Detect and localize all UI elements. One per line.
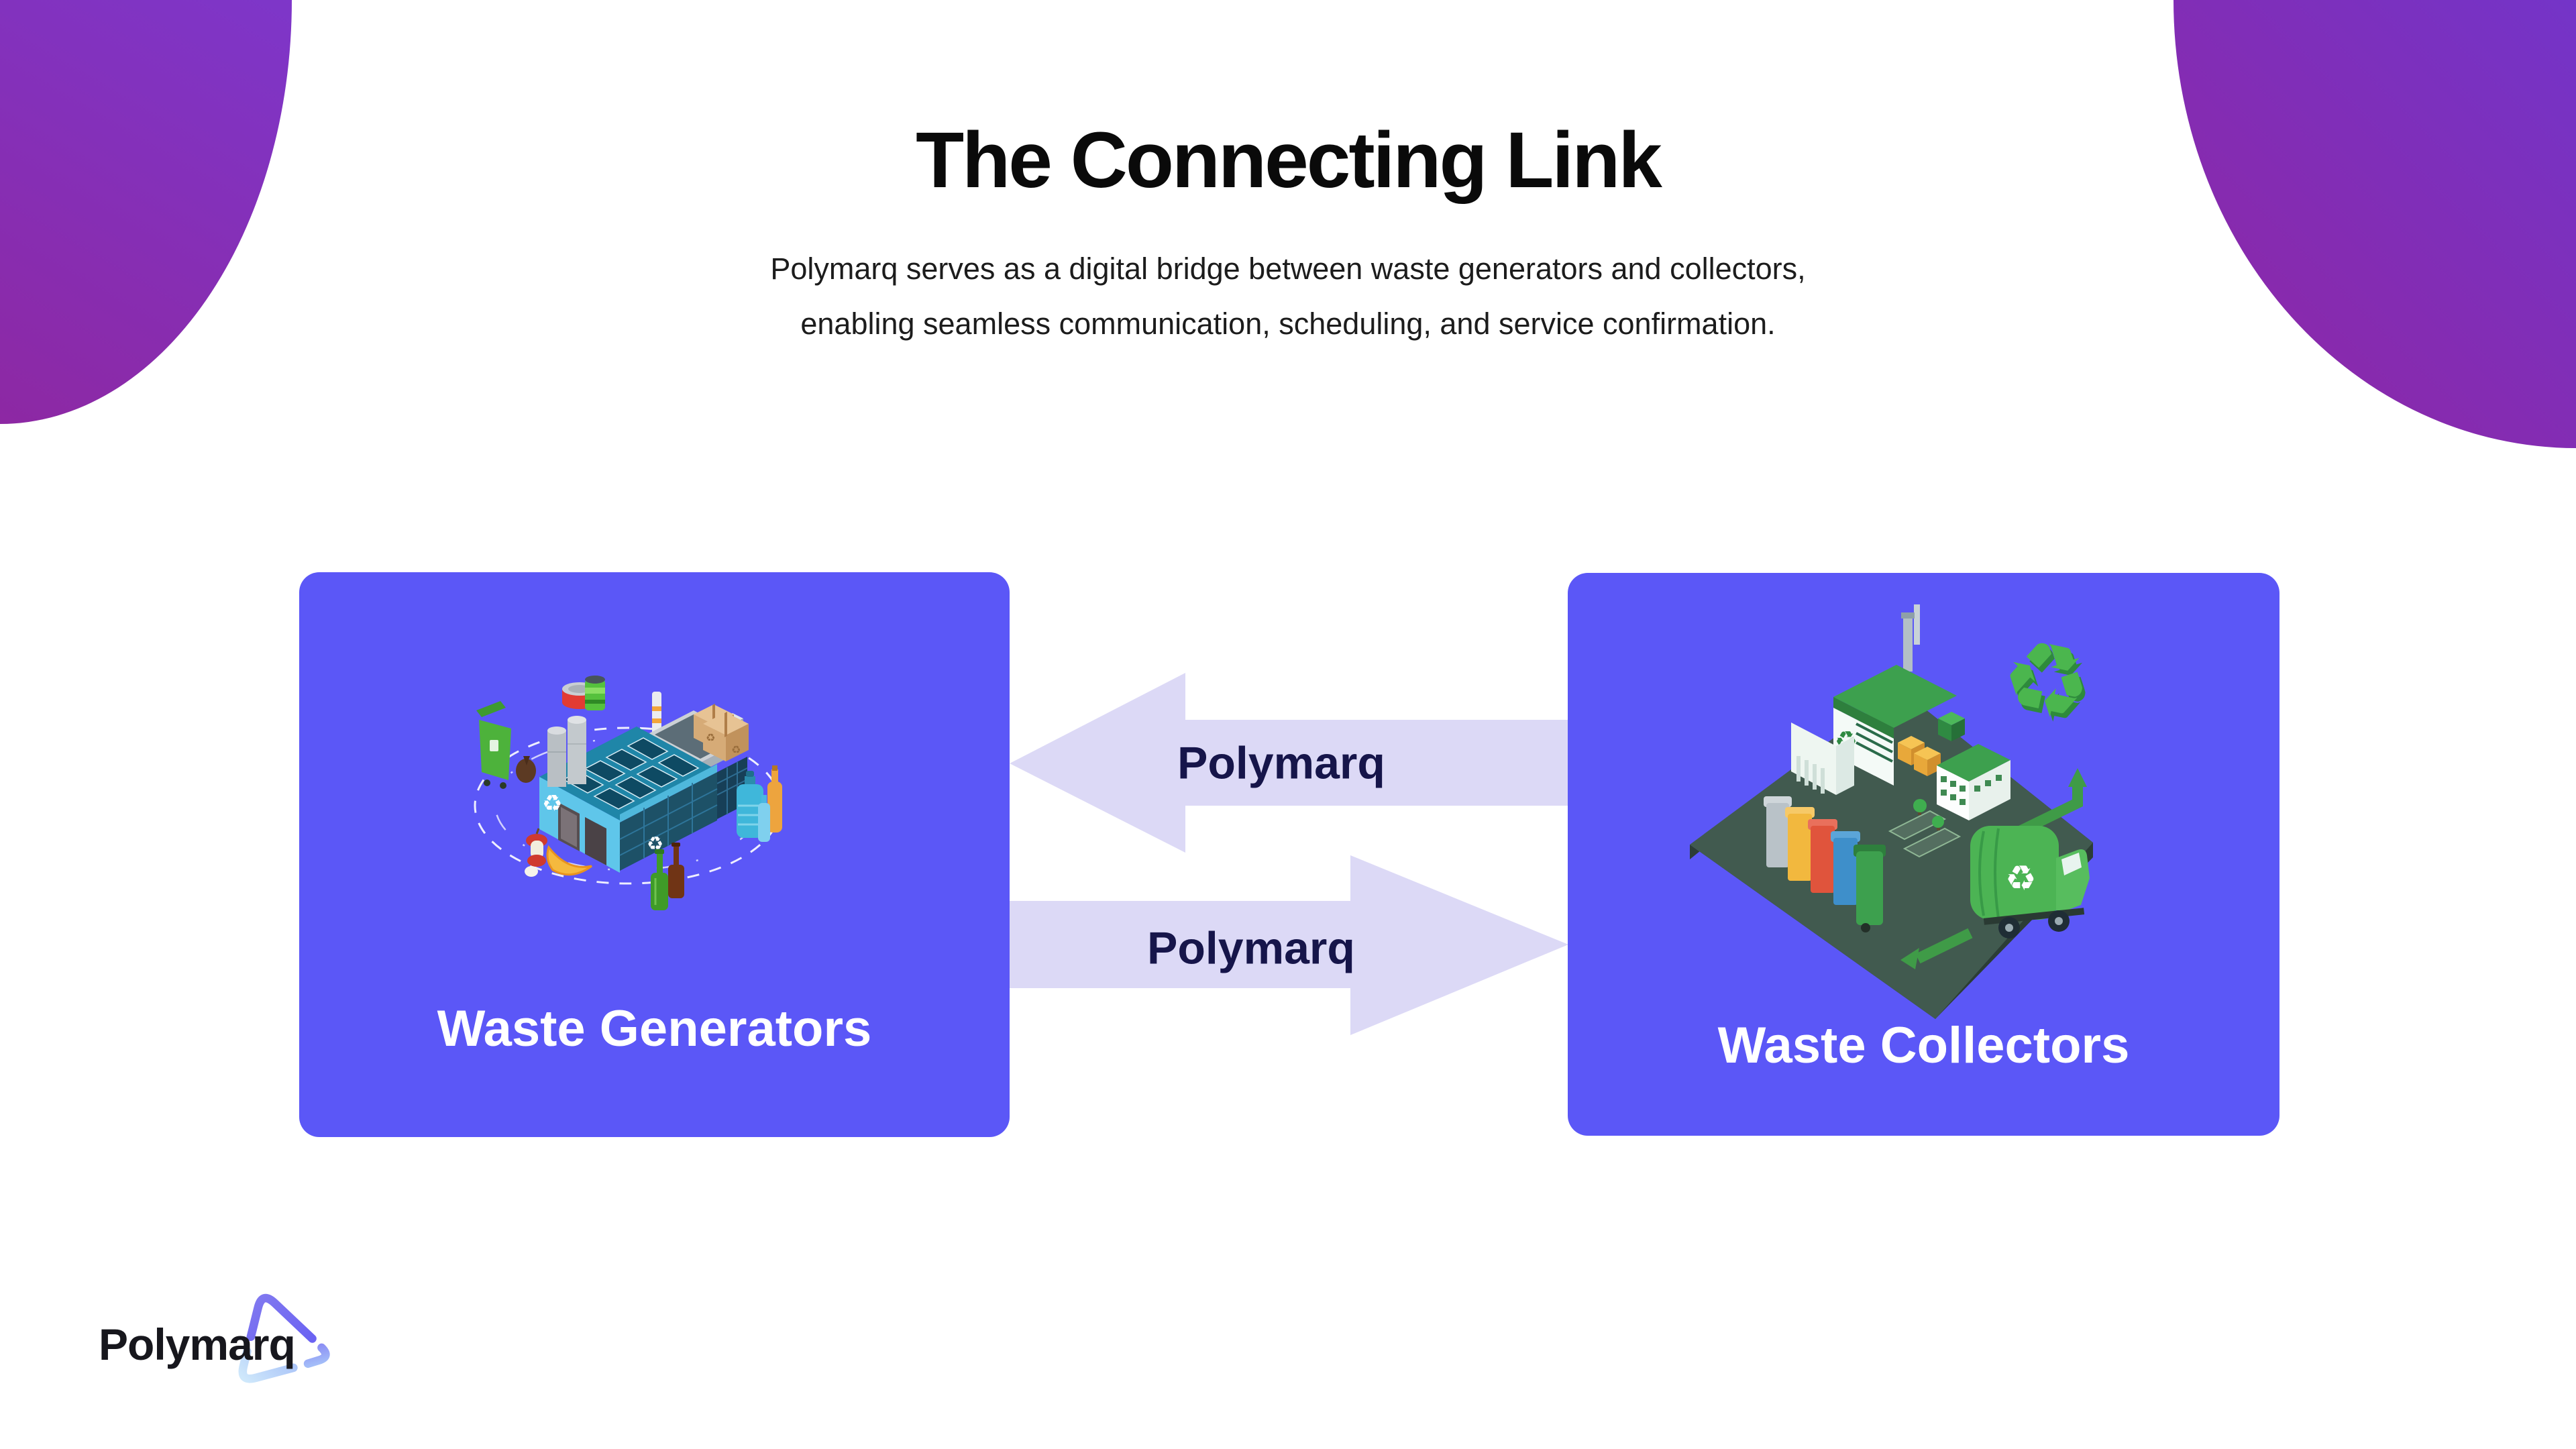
recycling-facility-illustration-icon: ♻	[1690, 604, 2104, 1019]
waste-collectors-box: ♻	[1568, 573, 2279, 1136]
subtitle-line-2: enabling seamless communication, schedul…	[800, 307, 1776, 341]
skylights-icon	[562, 737, 700, 810]
page-subtitle: Polymarq serves as a digital bridge betw…	[0, 241, 2576, 352]
arrow-left-to-right: Polymarq	[1010, 855, 1568, 1035]
logo-mark-icon	[238, 1293, 330, 1383]
apple-core-banana-icon	[525, 828, 592, 877]
factory-waste-illustration-icon: ♻ ♻	[474, 676, 782, 910]
glass-bottles-icon	[651, 843, 684, 910]
recycle-icon: ♻	[731, 743, 741, 756]
recycle-icon: ♻	[706, 731, 715, 744]
subtitle-line-1: Polymarq serves as a digital bridge betw…	[770, 252, 1806, 286]
cardboard-boxes-icon: ♻ ♻	[694, 704, 749, 761]
arrow-bottom-label: Polymarq	[1147, 922, 1355, 974]
waste-generators-box: ♻ ♻	[299, 572, 1010, 1137]
arrow-top-label: Polymarq	[1177, 737, 1385, 789]
logo-text: Polymarq	[99, 1320, 296, 1369]
page-title: The Connecting Link	[916, 116, 1662, 205]
soda-can-icon	[585, 676, 605, 710]
parking-pads-icon	[1888, 799, 1962, 858]
recycling-route-arrows-icon	[1900, 768, 2087, 969]
recycling-plant-building-icon: ♻	[1791, 665, 1957, 795]
green-bin-icon	[476, 701, 536, 789]
waste-generators-label: Waste Generators	[437, 1000, 872, 1057]
polymarq-logo: Polymarq	[99, 1293, 447, 1436]
waste-collectors-label: Waste Collectors	[1717, 1017, 2130, 1074]
green-hut-icon	[1938, 712, 1965, 741]
recycle-icon: ♻	[2005, 859, 2037, 899]
garbage-truck-icon: ♻	[1970, 826, 2090, 938]
steel-drums-icon	[547, 716, 586, 787]
yellow-crates-icon	[1898, 736, 1941, 776]
chimney-icon	[1901, 604, 1920, 672]
corner-blob-top-left	[0, 0, 292, 424]
corner-blob-top-right	[2174, 0, 2576, 448]
recycle-icon: ♻	[542, 790, 562, 817]
plastic-bottles-icon	[737, 765, 782, 842]
office-building-icon	[1937, 744, 2010, 820]
arrow-right-to-left: Polymarq	[1010, 673, 1568, 853]
waste-bins-icon	[1764, 796, 1886, 932]
recycle-symbol-icon: ♻ ♻	[1990, 614, 2104, 752]
